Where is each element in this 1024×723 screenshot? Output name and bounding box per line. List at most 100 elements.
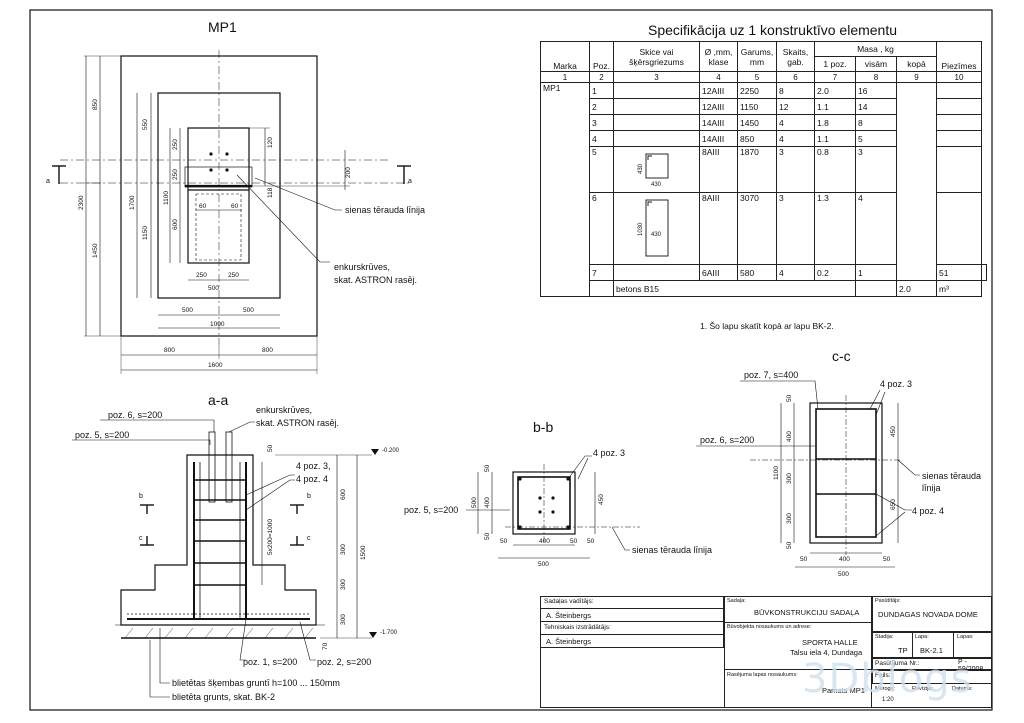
cell-count: 12 <box>776 98 815 115</box>
bb-dim-w500: 500 <box>538 561 549 568</box>
tb-stadija-label: Stadija: <box>875 634 894 640</box>
section-bb-annotations: 4 poz. 3 poz. 5, s=200 sienas tērauda lī… <box>404 448 712 568</box>
spec-title: Specifikācija uz 1 konstruktīvo elementu <box>648 22 898 38</box>
cc-dim-w500: 500 <box>838 571 849 578</box>
cc-dim-400a: 400 <box>786 431 793 442</box>
cc-dim-300b: 300 <box>786 513 793 524</box>
cell-class: 14AIII <box>699 114 738 131</box>
cell-length: 1870 <box>737 146 777 193</box>
col-number: 10 <box>936 71 982 83</box>
cell-concrete-unit: m³ <box>936 280 982 297</box>
tb-sadala: BŪVKONSTRUKCIJU SADAĻA <box>754 608 860 617</box>
cc-dim-300a: 300 <box>786 473 793 484</box>
section-cc-annotations: poz. 7, s=400 4 poz. 3 poz. 6, s=200 sie… <box>700 370 981 578</box>
dim-1700: 1700 <box>129 195 136 210</box>
cell-mass-1: 1.1 <box>814 98 856 115</box>
cell-count: 4 <box>776 114 815 131</box>
col-number: 2 <box>589 71 614 83</box>
cell-count: 8 <box>776 82 815 99</box>
section-aa-annotations: poz. 6, s=200 poz. 5, s=200 enkurskrūves… <box>75 405 400 702</box>
aa-base-label-2: blietēta grunts, skat. BK-2 <box>172 692 275 702</box>
tb-objekts-2: Talsu iela 4, Dundaga <box>790 648 863 657</box>
dim-500a: 500 <box>208 285 219 292</box>
dim-250c: 250 <box>196 272 207 279</box>
table-row-concrete: betons B15 2.0 m³ <box>541 280 987 297</box>
table-row: 5 430 430 8AIII 1870 3 0.8 3 <box>541 146 987 193</box>
bb-dim-h400: 400 <box>484 497 491 508</box>
watermark-logo: 3Dblogs <box>802 656 973 702</box>
cc-poz4-label: 4 poz. 4 <box>912 506 944 516</box>
cell-count: 3 <box>776 146 815 193</box>
cell-class: 14AIII <box>699 130 738 147</box>
col-number: 9 <box>896 71 937 83</box>
aa-dim-50: 50 <box>267 444 274 452</box>
tb-objekts-label: Būvobjekta nosaukums un adrese: <box>727 624 812 630</box>
cell-poz: 1 <box>589 82 614 99</box>
dim-1100: 1100 <box>163 191 170 205</box>
tb-izstradajis-label: Tehniskais izstrādātājs: <box>544 624 611 631</box>
dim-850: 850 <box>92 99 99 110</box>
section-bb-title: b-b <box>533 419 553 435</box>
cc-dim-w400: 400 <box>839 556 850 563</box>
table-row: 7 6AIII 580 4 0.2 1 51 <box>541 264 987 281</box>
table-row: 6 1030 430 8AIII 3070 3 1.3 4 <box>541 192 987 265</box>
cell-mass-all: 4 <box>855 192 897 265</box>
col-number: 3 <box>613 71 700 83</box>
aa-dim-70: 70 <box>322 642 329 650</box>
cc-dim-1100: 1100 <box>773 466 780 480</box>
cc-wall-label-2: līnija <box>922 483 941 493</box>
cc-poz6-label: poz. 6, s=200 <box>700 435 754 445</box>
bb-dim-50b: 50 <box>570 538 578 545</box>
tb-pasutitajs: DUNDAGAS NOVADA DOME <box>878 610 978 619</box>
aa-poz34-label-2: 4 poz. 4 <box>296 474 328 484</box>
cell-poz: 6 <box>589 192 614 265</box>
tb-lapa-name: Pamats MP1 <box>822 686 865 695</box>
cell-length: 850 <box>737 130 777 147</box>
tb-pasut-nr: P - 59/2008 <box>958 659 984 673</box>
section-cc: c-c <box>696 348 920 568</box>
col-number: 8 <box>855 71 897 83</box>
dim-60a: 60 <box>199 203 207 210</box>
hdr-diam: Ø ,mm,klase <box>699 41 738 72</box>
tb-vaditajs-label: Sadaļas vadītājs: <box>544 598 594 605</box>
cell-mass-all: 14 <box>855 98 897 115</box>
hdr-masa-1poz: 1 poz. <box>814 56 856 72</box>
tb-lapa-nr-label: Lapa: <box>915 634 929 640</box>
cell-mass-all: 5 <box>855 130 897 147</box>
tb-merogs-label: Mērogs: <box>875 686 895 692</box>
cell-class: 8AIII <box>699 146 738 193</box>
cell-total-kg: 51 <box>936 264 982 281</box>
cc-dim-450: 450 <box>890 426 897 437</box>
cell-length: 1450 <box>737 114 777 131</box>
tb-merogs: 1:20 <box>882 697 894 703</box>
aa-cut-b-right: b <box>307 493 311 500</box>
svg-text:430: 430 <box>638 163 644 174</box>
tb-lapa-label: Rasējuma lapas nosaukums: <box>727 672 798 678</box>
bb-dim-50a: 50 <box>500 538 508 545</box>
cell-mass-1: 1.1 <box>814 130 856 147</box>
bb-dim-450: 450 <box>598 494 605 505</box>
cell-length: 3070 <box>737 192 777 265</box>
tb-lapa-nr: BK-2.1 <box>920 646 943 655</box>
cell-length: 580 <box>737 264 777 281</box>
hdr-masa: Masa , kg <box>814 41 937 57</box>
sheet-note: 1. Šo lapu skatīt kopā ar lapu BK-2. <box>700 321 834 331</box>
section-aa-title: a-a <box>208 392 228 408</box>
dim-2300: 2300 <box>78 195 85 210</box>
cell-mass-1: 2.0 <box>814 82 856 99</box>
aa-cut-b-left: b <box>139 493 143 500</box>
col-number: 1 <box>540 71 590 83</box>
sheet-frame <box>29 9 993 711</box>
hdr-garums: Garums,mm <box>737 41 777 72</box>
tb-sadala-label: Sadaļa: <box>727 598 746 604</box>
dim-550: 550 <box>142 119 149 130</box>
bb-dim-50c: 50 <box>587 538 595 545</box>
dim-1450: 1450 <box>92 243 99 258</box>
dim-1600: 1600 <box>208 362 223 369</box>
hdr-poz: Poz. <box>589 41 614 72</box>
cell-concrete-label: betons B15 <box>613 280 856 297</box>
aa-dim-1500: 1500 <box>360 545 367 560</box>
